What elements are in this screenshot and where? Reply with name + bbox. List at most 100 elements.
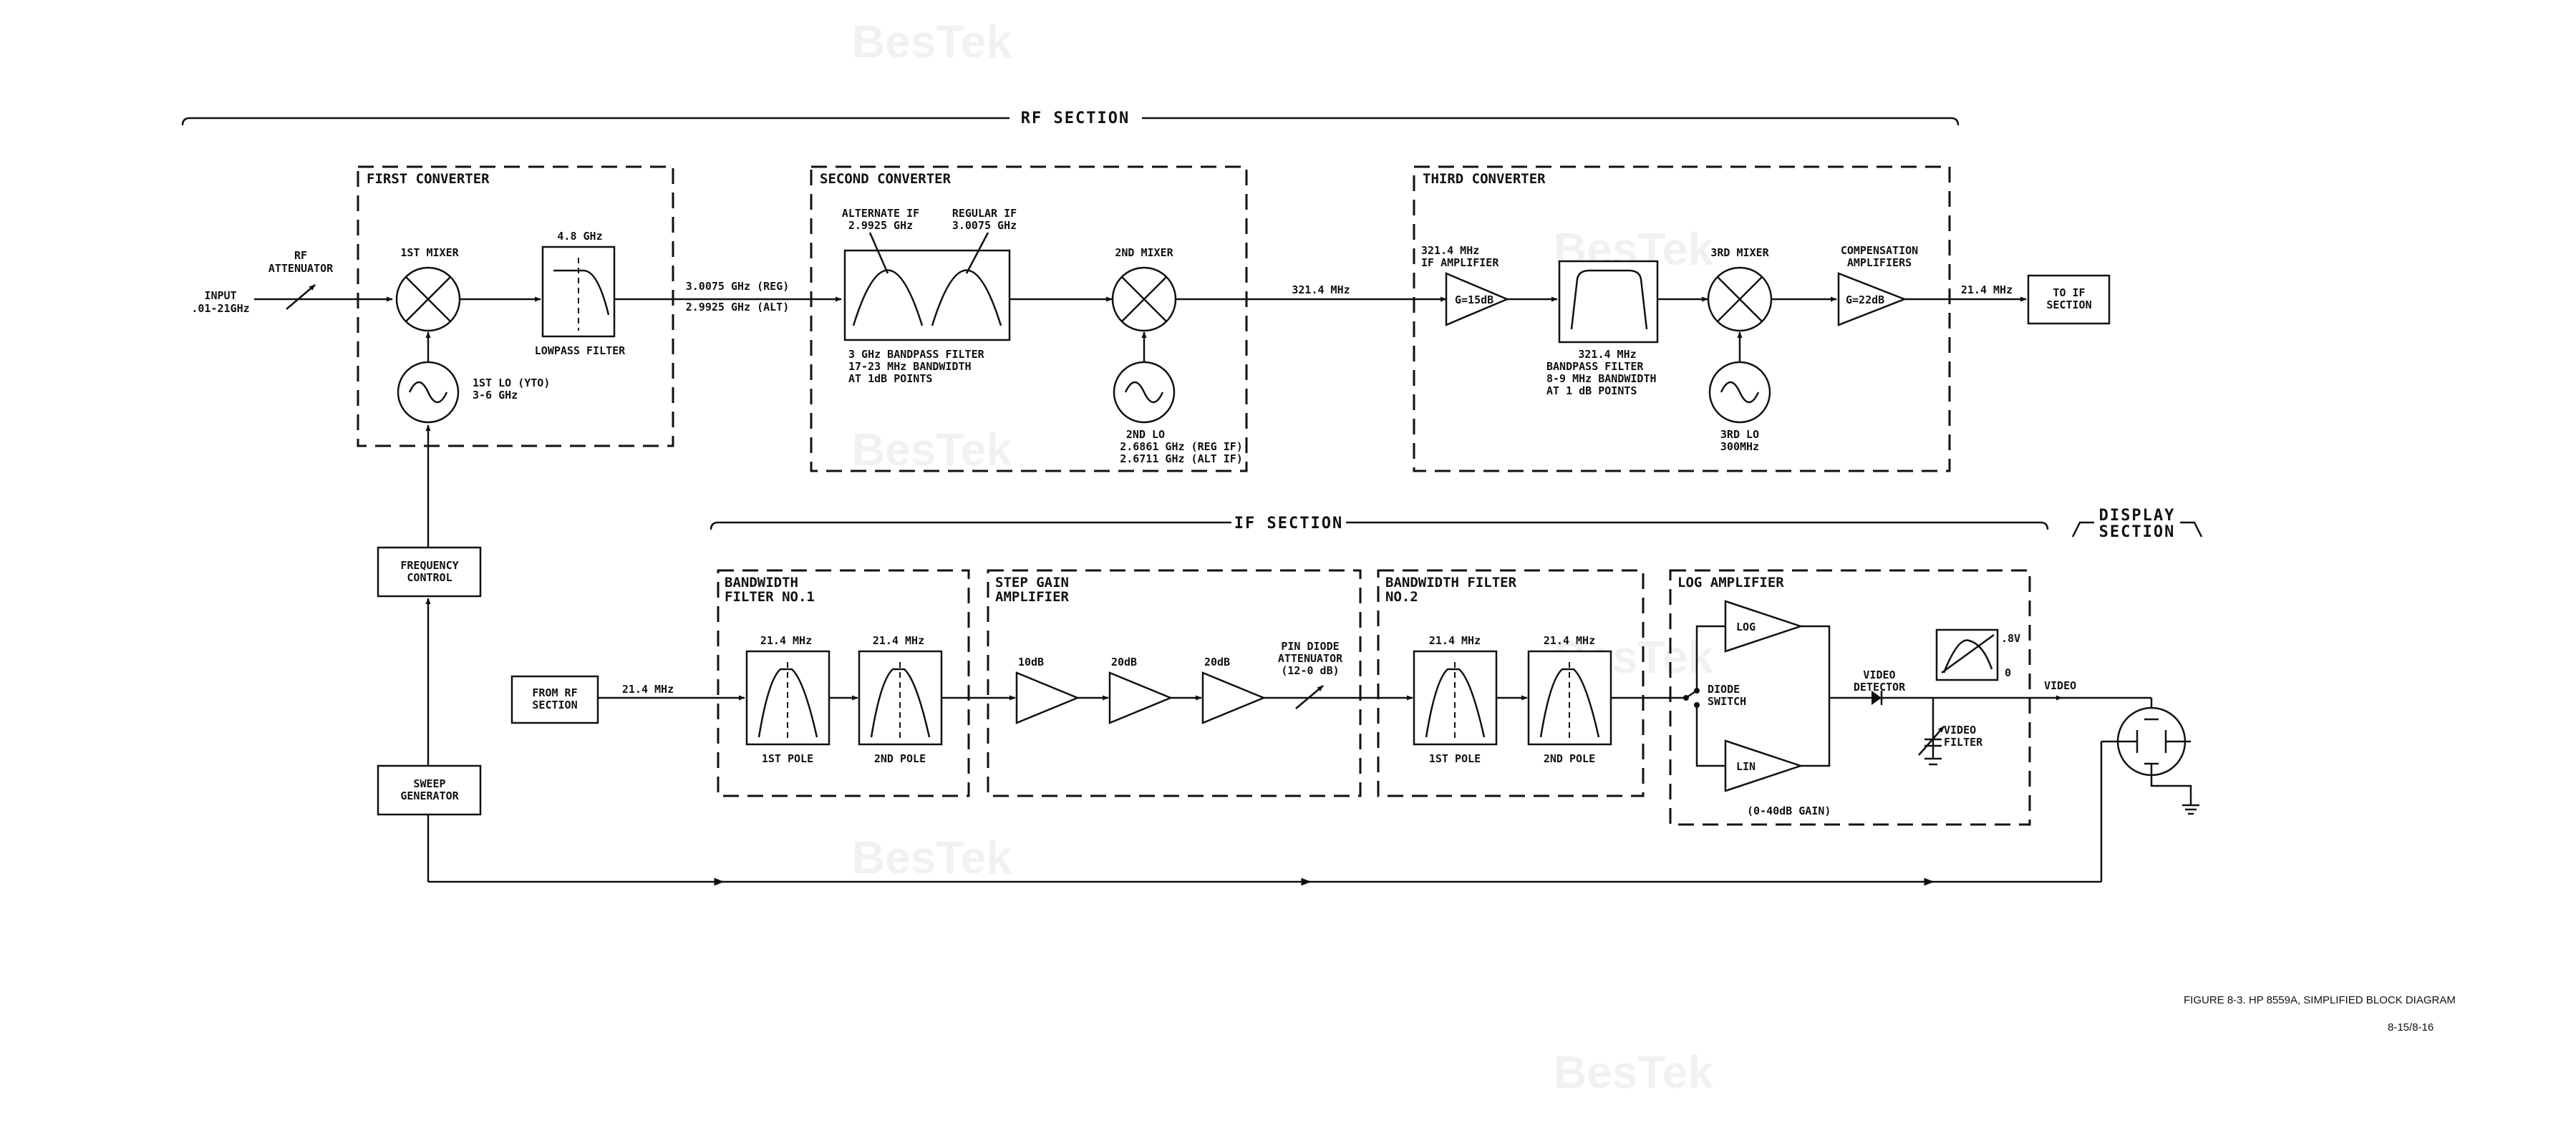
gain-step: 20dB <box>1204 656 1230 668</box>
from-rf-section-box <box>510 675 599 724</box>
1st-lo-label: 1ST LO (YTO) <box>473 376 550 389</box>
input-range: .01-21GHz <box>191 302 249 315</box>
watermarks: BesTek BesTek BesTek BesTek BesTek BesTe… <box>852 16 1713 1098</box>
first-converter: FIRST CONVERTER 1ST MIXER 4.8 GHz LOWPAS… <box>357 165 674 447</box>
from-rf-label: SECTION <box>532 699 577 711</box>
bw-filter-2-title: BANDWIDTH FILTER <box>1385 575 1517 590</box>
frequency-control-label: FREQUENCY <box>400 559 458 572</box>
diode-switch-label: DIODE <box>1708 683 1740 696</box>
pole-response-icon <box>757 668 818 738</box>
alt-if-freq: 2.9925 GHz <box>848 219 913 232</box>
3rd-lo-freq: 300MHz <box>1720 440 1759 453</box>
mixer-icon <box>1121 276 1167 322</box>
log-amp <box>1724 600 1803 653</box>
pin-diode-range: (12-0 dB) <box>1281 664 1339 677</box>
scale-high: .8V <box>2001 632 2020 645</box>
video-filter-label: FILTER <box>1944 736 1983 749</box>
2nd-mixer-label: 2ND MIXER <box>1115 246 1173 259</box>
video-filter-label: VIDEO <box>1944 724 1976 736</box>
first-if-alt: 2.9925 GHz (ALT) <box>686 301 790 313</box>
pole-response-icon <box>1425 668 1486 738</box>
bandwidth-filter-1: BANDWIDTH FILTER NO.1 21.4 MHz 1ST POLE … <box>717 569 970 797</box>
1st-lo-range: 3-6 GHz <box>473 389 518 402</box>
diode-switch-label: SWITCH <box>1708 695 1746 708</box>
sine-icon <box>1720 381 1760 404</box>
3rd-filter-bw: 8-9 MHz BANDWIDTH <box>1546 372 1657 385</box>
rf-out-freq: 21.4 MHz <box>1961 283 2013 296</box>
input-label: INPUT <box>204 289 236 302</box>
pin-diode-symbol <box>1295 685 1324 709</box>
comp-amp-label: AMPLIFIERS <box>1847 256 1912 269</box>
watermark: BesTek <box>852 832 1012 883</box>
video-detector-label: DETECTOR <box>1854 681 1906 694</box>
log-amplifier: LOG AMPLIFIER DIODE SWITCH LOG LIN (0-40… <box>1669 569 2031 826</box>
bw-filter-2-box <box>1377 569 1645 797</box>
crt-display <box>2062 696 2199 815</box>
display-section-bracket: DISPLAY SECTION <box>2071 507 2203 541</box>
page-reference: 8-15/8-16 <box>2388 1021 2434 1034</box>
frequency-control-box <box>377 546 482 598</box>
second-converter: SECOND CONVERTER ALTERNATE IF 2.9925 GHz… <box>810 165 1248 472</box>
to-if-label: TO IF <box>2053 286 2085 299</box>
step-gain-box <box>987 569 1362 797</box>
gain-amplifier <box>1108 671 1173 724</box>
log-amp-box <box>1669 569 2031 826</box>
pole-label: 2ND POLE <box>874 752 926 765</box>
gain-step: 10dB <box>1018 656 1044 668</box>
first-converter-box <box>357 165 674 447</box>
gain-amplifier <box>1201 671 1267 724</box>
gain-amplifier <box>1015 671 1080 724</box>
video-scale-box <box>1935 628 1999 681</box>
video-response-icon <box>1942 639 1993 674</box>
to-if-section-box <box>2027 274 2111 325</box>
3rd-filter-freq: 321.4 MHz <box>1578 348 1636 361</box>
lowpass-filter-label: LOWPASS FILTER <box>535 344 626 357</box>
pole-freq: 21.4 MHz <box>1544 634 1595 647</box>
pole-response-icon <box>870 668 931 738</box>
if-section-label: IF SECTION <box>1234 515 1343 533</box>
alt-if-label: ALTERNATE IF <box>842 207 919 220</box>
if-amp-label: IF AMPLIFIER <box>1421 256 1499 269</box>
mixer-icon <box>1717 276 1763 322</box>
log-amp-gain: (0-40dB GAIN) <box>1747 804 1831 817</box>
watermark: BesTek <box>1554 1046 1713 1098</box>
3rd-mixer-label: 3RD MIXER <box>1710 246 1769 259</box>
watermark: BesTek <box>852 16 1012 67</box>
bandpass-response-icon <box>852 269 924 326</box>
third-converter-title: THIRD CONVERTER <box>1423 171 1546 187</box>
log-amp-title: LOG AMPLIFIER <box>1677 575 1784 590</box>
bandpass-response-icon <box>1570 269 1648 330</box>
sweep-generator-label: GENERATOR <box>400 789 459 802</box>
third-converter-box <box>1413 165 1951 472</box>
bandpass-filter-bw: 17-23 MHz BANDWIDTH <box>848 360 972 373</box>
pin-diode-label: PIN DIODE <box>1281 640 1339 653</box>
if-amplifier <box>1445 272 1510 326</box>
pole-label: 1ST POLE <box>1429 752 1481 765</box>
video-detector-label: VIDEO <box>1863 668 1895 681</box>
gain-step: 20dB <box>1111 656 1137 668</box>
3rd-lo-label: 3RD LO <box>1720 428 1759 441</box>
bw-filter-1-title: BANDWIDTH <box>725 575 798 590</box>
2nd-lo-label: 2ND LO <box>1126 428 1165 441</box>
3rd-filter-points: AT 1 dB POINTS <box>1546 384 1637 397</box>
rf-attenuator-symbol <box>286 284 316 310</box>
sine-icon <box>408 381 448 404</box>
rf-attenuator-label: RF <box>294 249 307 262</box>
bandwidth-filter-2: BANDWIDTH FILTER NO.2 21.4 MHz 1ST POLE … <box>1377 569 1645 797</box>
bw-filter-1-title: FILTER NO.1 <box>725 589 815 605</box>
first-if-reg: 3.0075 GHz (REG) <box>686 280 790 293</box>
reg-if-label: REGULAR IF <box>952 207 1017 220</box>
if-section-bracket: IF SECTION <box>710 515 2049 533</box>
lin-label: LIN <box>1736 760 1756 773</box>
bandpass-filter-label: 3 GHz BANDPASS FILTER <box>848 348 985 361</box>
comp-amp-gain: G=22dB <box>1846 293 1884 306</box>
bandpass-response-icon <box>931 269 1002 326</box>
third-converter: THIRD CONVERTER 321.4 MHz IF AMPLIFIER G… <box>1413 165 1951 472</box>
if-amp-gain: G=15dB <box>1455 293 1493 306</box>
step-gain-title: STEP GAIN <box>995 575 1069 590</box>
pole-freq: 21.4 MHz <box>1429 634 1481 647</box>
second-converter-title: SECOND CONVERTER <box>820 171 952 187</box>
second-if-freq: 321.4 MHz <box>1292 283 1350 296</box>
3rd-filter-label: BANDPASS FILTER <box>1546 360 1644 373</box>
sweep-generator-box <box>377 764 482 816</box>
